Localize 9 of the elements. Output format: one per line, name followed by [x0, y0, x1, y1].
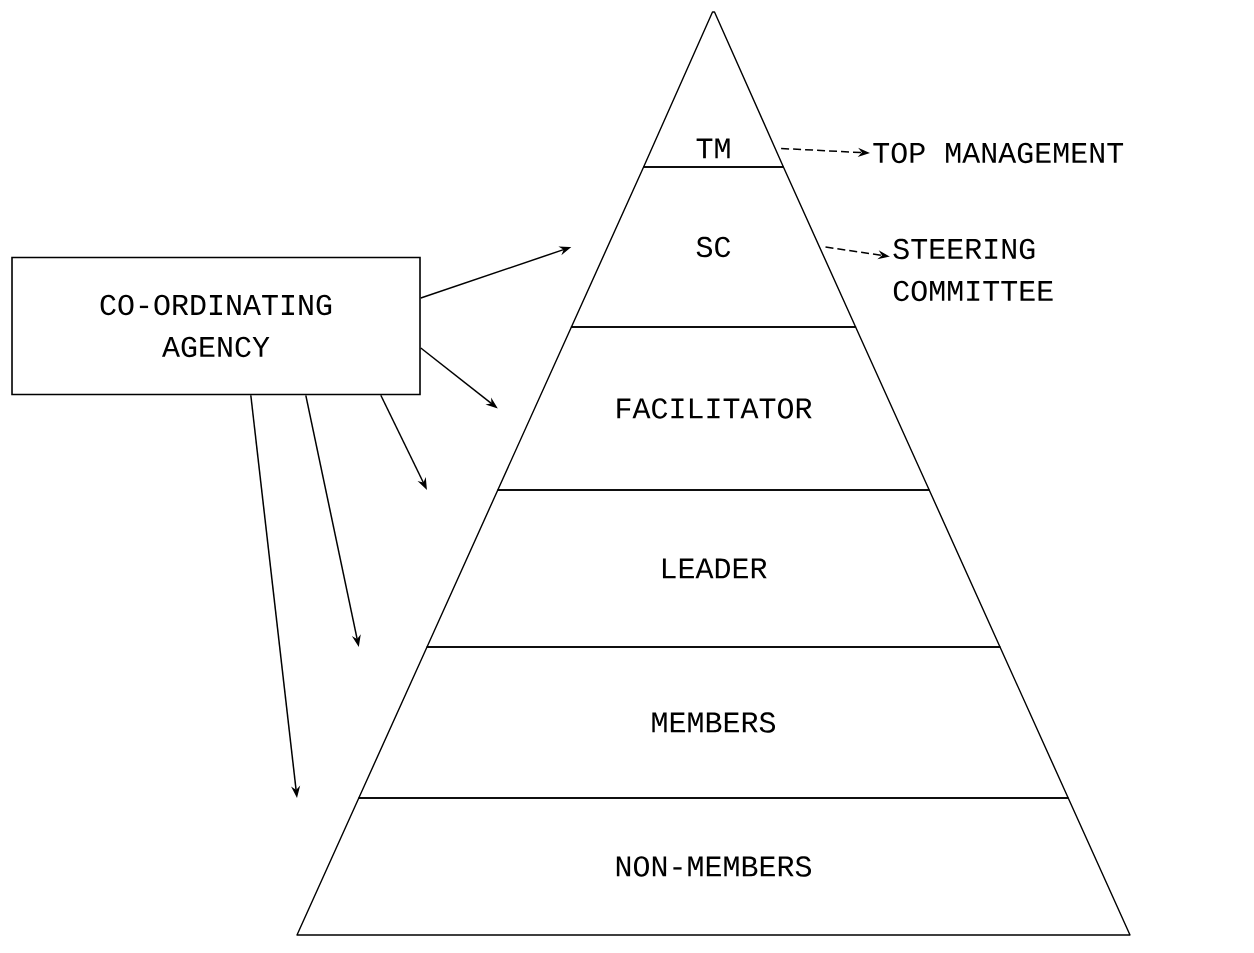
pyramid-band: MEMBERS [358, 646, 1069, 799]
pyramid-band: FACILITATOR [497, 326, 930, 491]
pyramid-band: SC [570, 166, 857, 328]
pyramid-band: NON-MEMBERS [296, 797, 1131, 936]
pyramid-band: LEADER [426, 489, 1001, 648]
pyramid-apex: TM [642, 11, 785, 168]
level-name: STEERING COMMITTEE [893, 238, 1053, 302]
level-name: TOP MANAGEMENT [873, 142, 1124, 164]
agency-box: CO-ORDINATING AGENCY [11, 256, 421, 396]
